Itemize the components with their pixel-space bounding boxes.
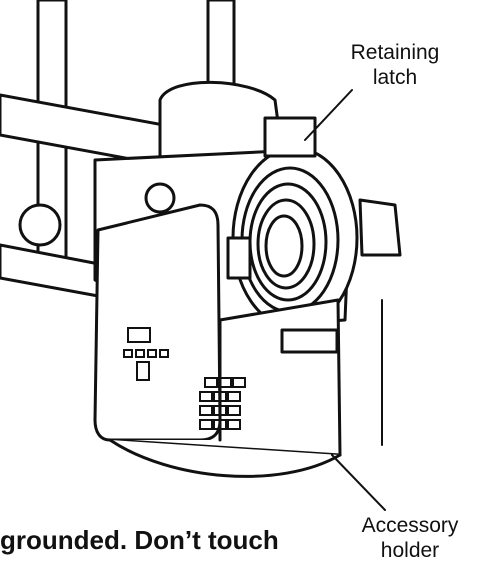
display-window	[127, 327, 151, 343]
connector-port	[136, 361, 150, 381]
side-panel	[93, 203, 222, 442]
leader-retaining-latch	[304, 89, 353, 141]
heat-fins	[358, 198, 402, 257]
accessory-holder-clip	[280, 328, 339, 354]
callout-accessory-holder: Accessory holder	[335, 513, 485, 563]
warning-caption: grounded. Don’t touch	[0, 525, 279, 555]
callout-line: holder	[380, 539, 440, 562]
accessory-tab	[226, 236, 252, 280]
vent-grille	[199, 377, 246, 430]
callout-retaining-latch: Retaining latch	[330, 40, 460, 90]
leader-accessory-holder	[331, 454, 386, 511]
lens-ring	[264, 214, 304, 278]
callout-line: Retaining	[350, 41, 440, 64]
callout-line: Accessory	[361, 514, 459, 537]
knob	[18, 203, 62, 247]
knob	[144, 182, 176, 214]
callout-line: latch	[372, 66, 418, 89]
control-buttons	[123, 349, 169, 358]
housing-curve	[108, 438, 342, 478]
